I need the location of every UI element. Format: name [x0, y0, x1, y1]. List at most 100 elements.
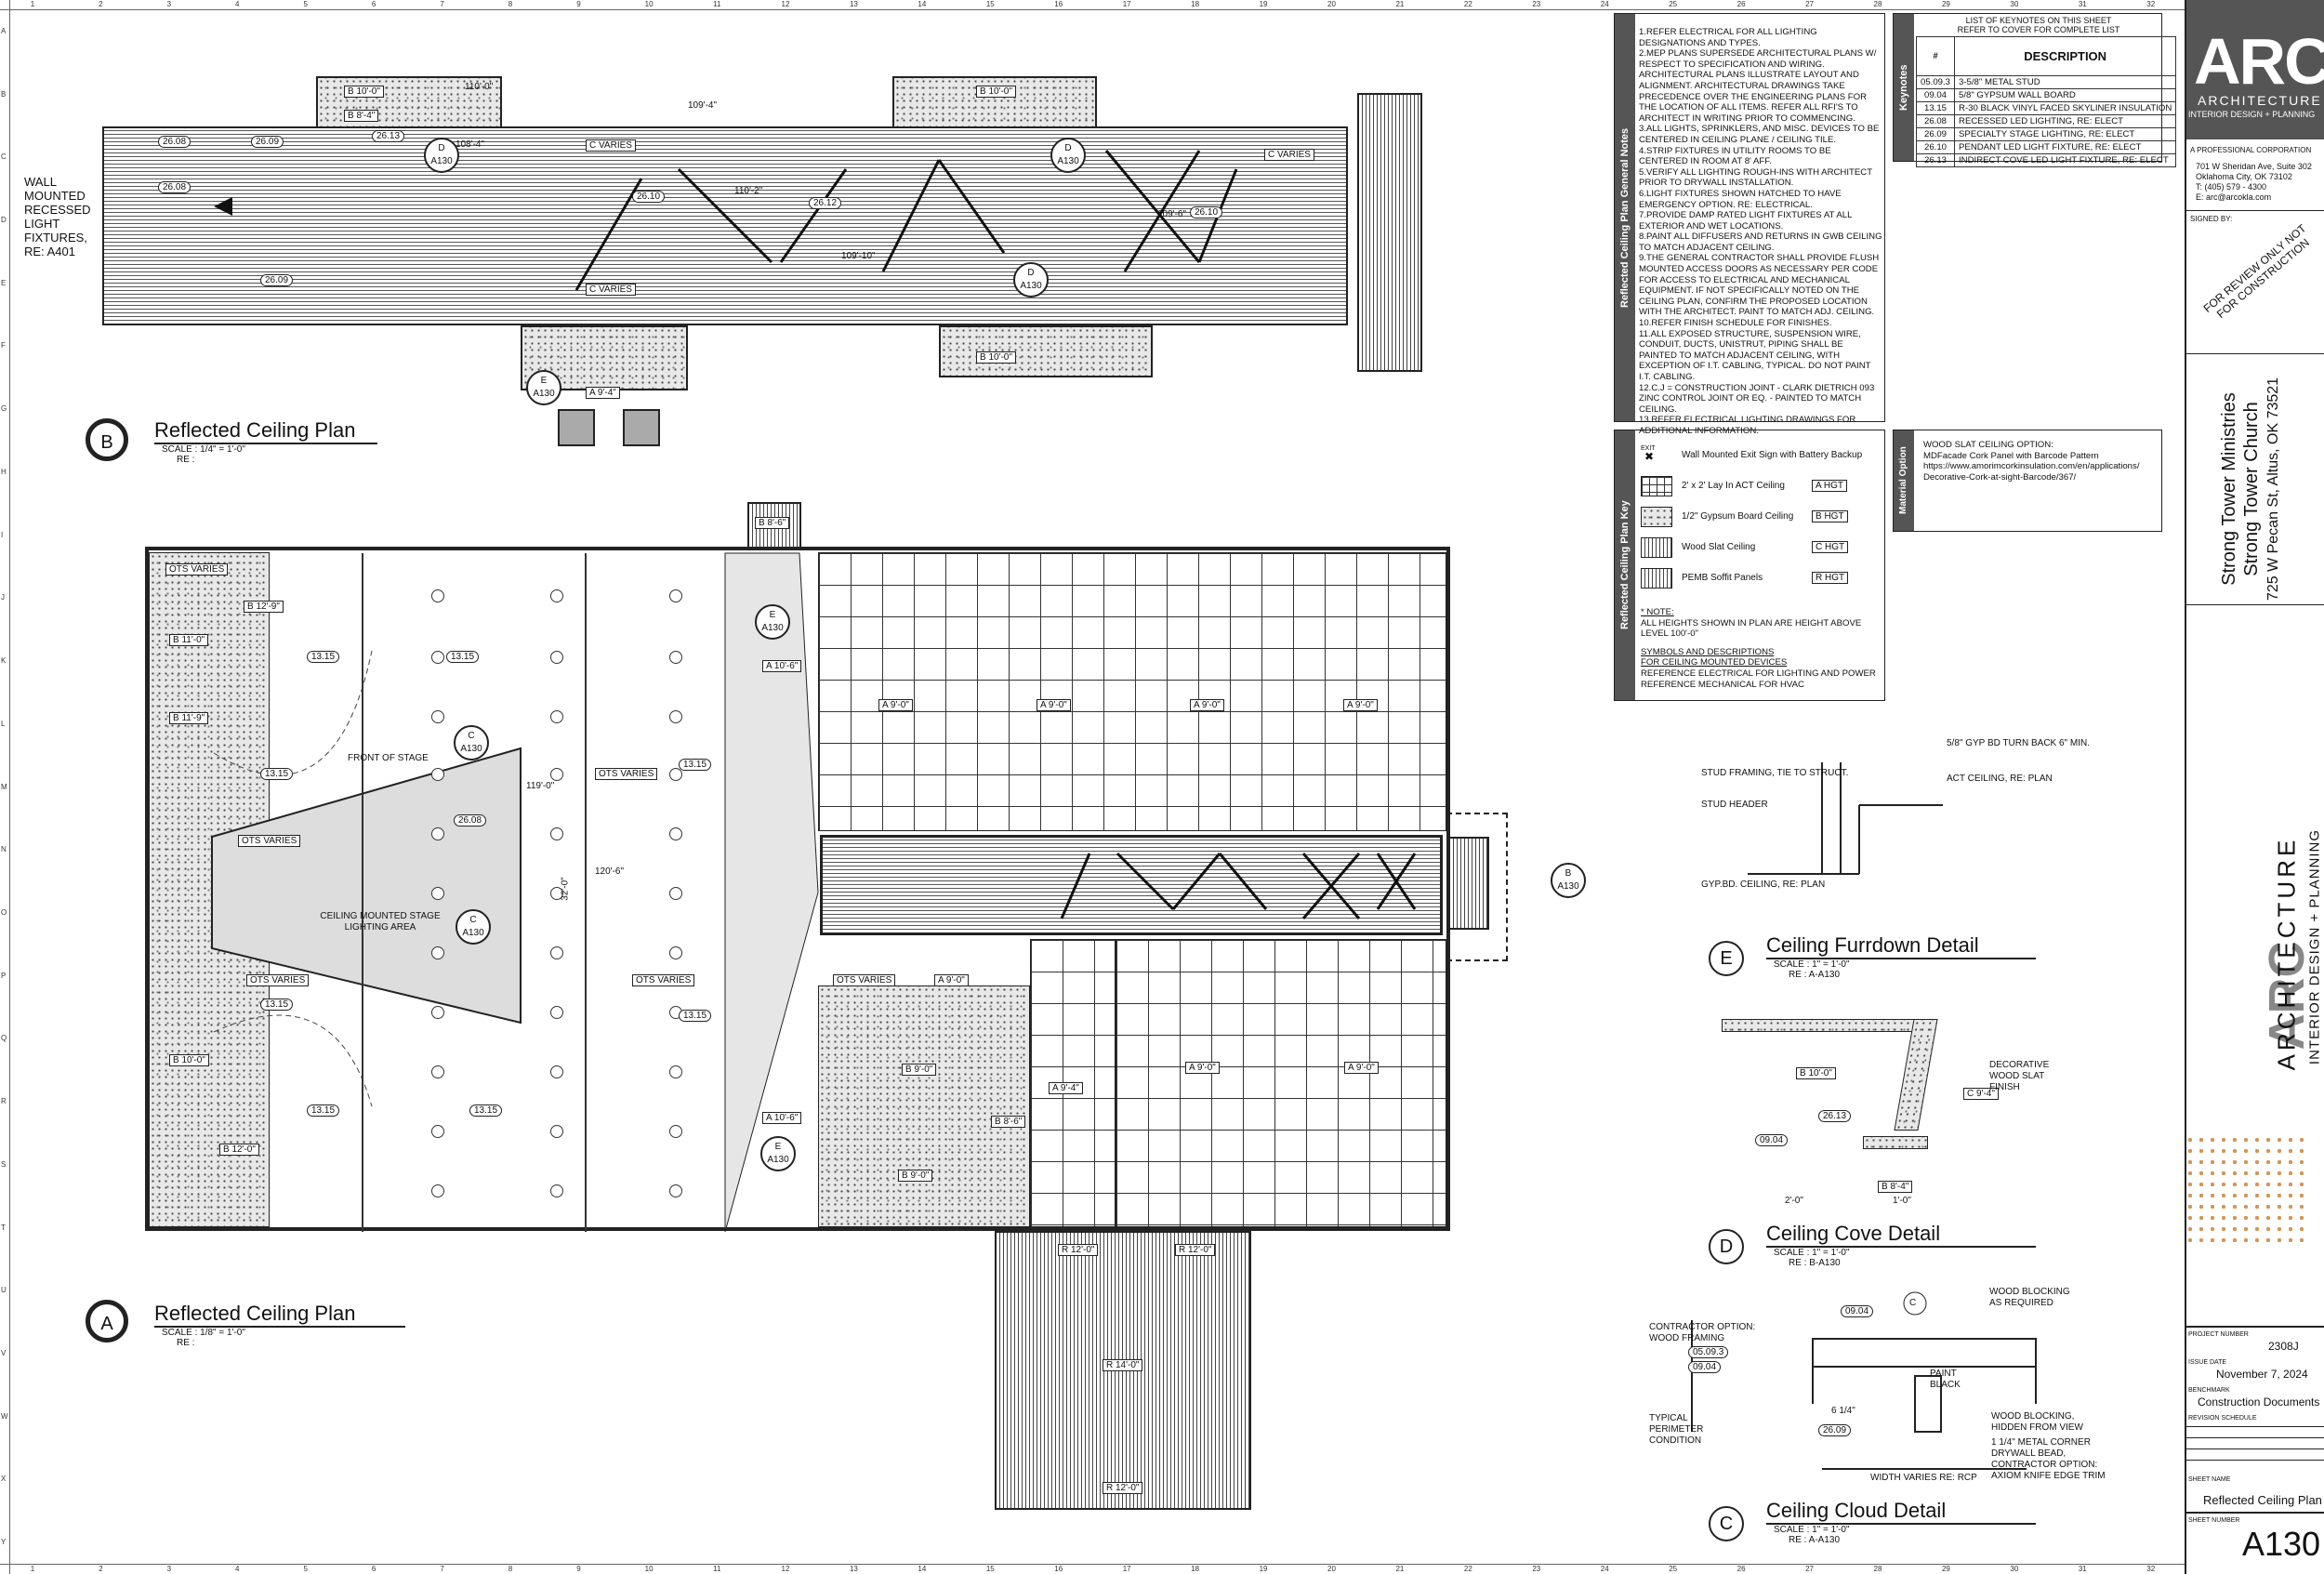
detail-d-marker[interactable]: D	[1709, 1229, 1744, 1264]
recessed-light-icon	[431, 1125, 444, 1138]
ruler-row-label: S	[1, 1159, 7, 1169]
ruler-col-label: 3	[166, 0, 172, 8]
exit-sign-icon: EXIT✖	[1641, 445, 1672, 466]
plan-a-height: B 12'-9"	[244, 601, 284, 613]
general-note-item: 11.ALL EXPOSED STRUCTURE, SUSPENSION WIR…	[1639, 328, 1871, 382]
detail-e-note: STUD FRAMING, TIE TO STRUCT.	[1701, 768, 1849, 778]
ruler-col-label: 22	[1463, 0, 1472, 8]
plan-a-tag: 13.15	[260, 768, 294, 780]
plan-b-view-marker[interactable]: B	[86, 418, 128, 461]
plan-b-bump-3	[939, 325, 1153, 377]
recessed-light-icon	[431, 768, 444, 781]
ruler-row-label: G	[1, 404, 7, 414]
plan-a-wood-slat-band	[820, 835, 1443, 935]
plan-b-tag: 26.10	[1190, 206, 1223, 218]
ruler-col-label: 12	[781, 1565, 790, 1573]
plan-a-side-gypsum	[149, 552, 270, 1227]
plan-key-sym-2: REFERENCE MECHANICAL FOR HVAC	[1641, 679, 1804, 690]
plan-a-tag: 13.15	[307, 1104, 340, 1117]
pendant-line	[937, 159, 1006, 254]
callout-sheet: A130	[1557, 881, 1579, 892]
plan-key-sym-head-2: FOR CEILING MOUNTED DEVICES	[1641, 657, 1788, 668]
plan-a-ots: OTS VARIES	[595, 768, 658, 780]
plan-a-ots: OTS VARIES	[238, 835, 301, 847]
callout-letter: D	[1064, 143, 1072, 153]
plan-b-height: B 10'-0"	[976, 86, 1016, 98]
ruler-col-label: 5	[303, 1565, 308, 1573]
plan-b-col-2	[623, 409, 660, 446]
detail-d-note: B 10'-0"	[1796, 1067, 1836, 1079]
ruler-col-label: 16	[1054, 1565, 1063, 1573]
plan-b-tag: 26.13	[372, 130, 405, 142]
recessed-light-icon	[550, 887, 563, 900]
plan-b-dim: 110'-2"	[734, 186, 763, 196]
detail-c-marker[interactable]: C	[1709, 1506, 1744, 1541]
plan-a-gypsum-lower	[818, 985, 1030, 1227]
ruler-col-label: 7	[440, 1565, 444, 1573]
general-note-item: 4.STRIP FIXTURES IN UTILITY ROOMS TO BE …	[1639, 145, 1831, 167]
ceiling-swatch-icon	[1641, 507, 1672, 527]
title-address: 701 W Sheridan Ave, Suite 302 Oklahoma C…	[2196, 162, 2312, 203]
recessed-light-icon	[669, 887, 682, 900]
ruler-col-label: 8	[508, 0, 513, 8]
ruler-col-label: 1	[30, 0, 35, 8]
title-sheet-name: Reflected Ceiling Plan	[2203, 1493, 2322, 1507]
detail-d-ceiling	[1722, 1019, 1924, 1032]
detail-e-marker[interactable]: E	[1709, 941, 1744, 976]
ruler-row-label: E	[1, 278, 7, 287]
recessed-light-icon	[550, 768, 563, 781]
ruler-row-label: O	[1, 907, 7, 917]
pendant-line	[1116, 852, 1175, 911]
ruler-row-label: U	[1, 1286, 7, 1295]
title-revision-grid	[2186, 1424, 2324, 1471]
plan-a-tag: 13.15	[446, 651, 480, 663]
plan-a-height: B 9'-0"	[898, 1170, 933, 1182]
ruler-col-label: 18	[1191, 0, 1200, 8]
title-big-sub2: INTERIOR DESIGN + PLANNING	[2306, 828, 2323, 1065]
ruler-col-label: 26	[1736, 1565, 1746, 1573]
title-logo-sub2: INTERIOR DESIGN + PLANNING	[2188, 110, 2316, 119]
plan-a-tag: 26.08	[454, 814, 487, 827]
callout-sheet: A130	[761, 623, 784, 633]
ruler-col-label: 6	[371, 0, 376, 8]
title-logo: ARC	[2194, 25, 2324, 98]
ruler-col-label: 7	[440, 0, 444, 8]
detail-e-title: Ceiling Furrdown Detail	[1766, 933, 2036, 959]
general-note-item: 12.C.J = CONSTRUCTION JOINT - CLARK DIET…	[1639, 382, 1875, 415]
plan-a-view-marker[interactable]: A	[86, 1300, 128, 1343]
ruler-col-label: 25	[1669, 0, 1678, 8]
general-note-item: 7.PROVIDE DAMP RATED LIGHT FIXTURES AT A…	[1639, 210, 1853, 231]
title-sheet-number-label: SHEET NUMBER	[2188, 1517, 2240, 1524]
plan-key-sym-1: REFERENCE ELECTRICAL FOR LIGHTING AND PO…	[1641, 668, 1876, 679]
general-note-item: 6.LIGHT FIXTURES SHOWN HATCHED TO HAVE E…	[1639, 188, 1842, 210]
plan-a-height: A 9'-0"	[1190, 699, 1224, 711]
recessed-light-icon	[550, 1065, 563, 1078]
callout-letter: E	[769, 610, 776, 620]
ruler-col-label: 20	[1327, 0, 1336, 8]
ruler-row-label: B	[1, 89, 7, 99]
detail-c-note: PAINT BLACK	[1930, 1369, 1961, 1390]
plan-a-callout-e[interactable]: E A130	[755, 604, 790, 640]
ruler-row-label: W	[1, 1411, 8, 1421]
title-project-number: 2308J	[2268, 1340, 2299, 1353]
callout-letter: E	[540, 376, 548, 386]
ruler-col-label: 10	[644, 1565, 654, 1573]
ruler-col-label: 25	[1669, 1565, 1678, 1573]
plan-b-re: RE :	[177, 455, 195, 465]
plan-key-heading: Reflected Ceiling Plan Key	[1615, 430, 1635, 700]
ruler-col-label: 24	[1600, 0, 1609, 8]
plan-key-sym-head-1: SYMBOLS AND DESCRIPTIONS	[1641, 646, 1775, 657]
ruler-col-label: 8	[508, 1565, 513, 1573]
ruler-col-label: 21	[1395, 0, 1405, 8]
